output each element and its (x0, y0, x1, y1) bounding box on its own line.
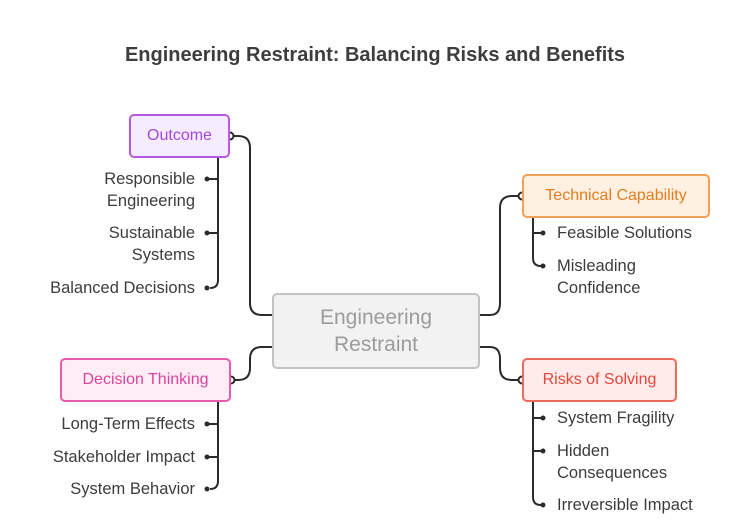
outcome-item: Balanced Decisions (50, 279, 195, 297)
central-node-line1: Engineering (319, 306, 433, 329)
risks-of-solving-item: Irreversible Impact (557, 496, 693, 514)
outcome-node: Outcome (129, 114, 230, 158)
diagram-title: Engineering Restraint: Balancing Risks a… (124, 44, 626, 66)
decision-thinking-item: Stakeholder Impact (52, 448, 195, 466)
risks-of-solving-item: Hidden Consequences (557, 442, 668, 482)
outcome-item: Sustainable Systems (108, 224, 195, 264)
risks-of-solving-node: Risks of Solving (522, 358, 677, 402)
technical-capability-item: Misleading Confidence (557, 257, 641, 297)
technical-capability-item: Feasible Solutions (557, 224, 692, 242)
decision-thinking-node: Decision Thinking (60, 358, 231, 402)
outcome-item: Responsible Engineering (104, 170, 195, 210)
decision-thinking-item: System Behavior (70, 480, 195, 498)
central-node-line2: Restraint (333, 333, 419, 356)
central-node: Engineering Restraint (272, 293, 480, 369)
decision-thinking-item: Long-Term Effects (61, 415, 195, 433)
risks-of-solving-item: System Fragility (557, 409, 675, 427)
technical-capability-node: Technical Capability (522, 174, 710, 218)
